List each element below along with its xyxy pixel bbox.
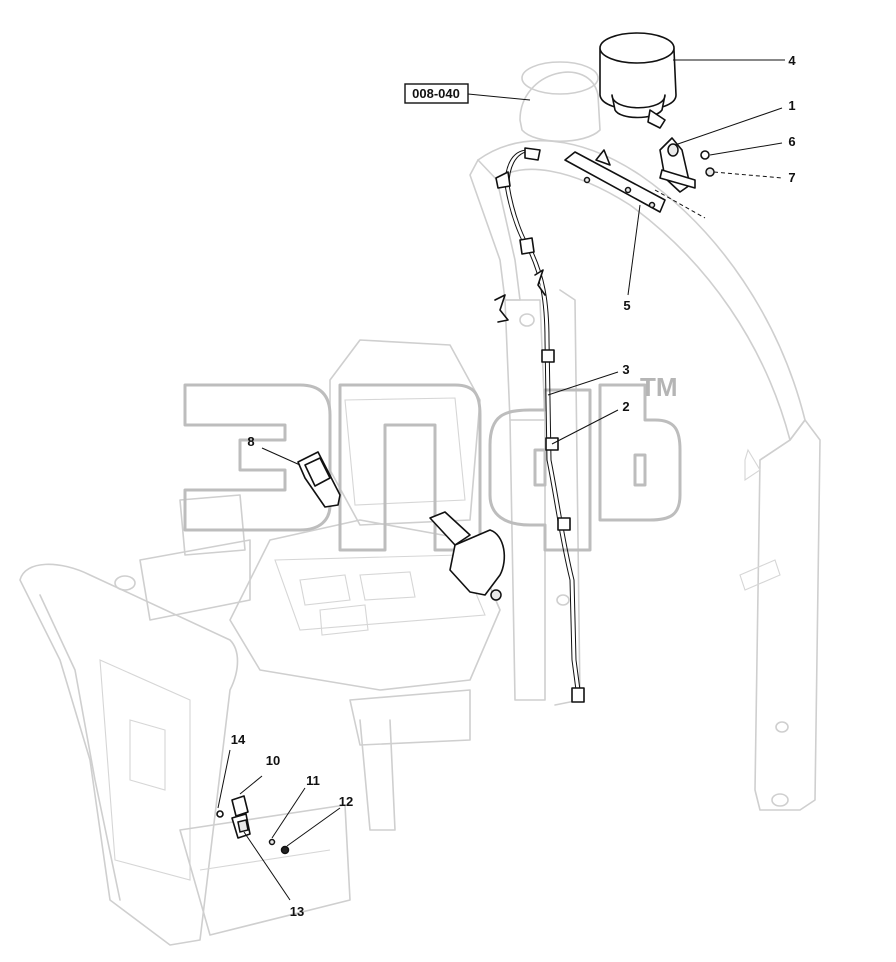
reference-tag: 008-040 bbox=[404, 83, 469, 104]
callout-14: 13 bbox=[290, 904, 304, 919]
callouts: 4 1 6 7 5 3 2 8 14 10 11 12 13 bbox=[231, 53, 797, 919]
callout-3: 3 bbox=[622, 362, 629, 377]
callout-12: 12 bbox=[339, 794, 353, 809]
callout-11: 11 bbox=[306, 773, 320, 788]
callout-1: 1 bbox=[788, 98, 795, 113]
leader-lines bbox=[217, 59, 785, 901]
callout-2: 2 bbox=[622, 399, 629, 414]
lamp-bracket bbox=[659, 137, 696, 193]
callout-4: 4 bbox=[788, 53, 796, 68]
callout-8: 8 bbox=[247, 434, 254, 449]
rops-frame-ghost bbox=[469, 61, 821, 811]
seatbelt-retractor bbox=[429, 511, 506, 601]
watermark-logo: TM bbox=[183, 372, 682, 552]
callout-6: 6 bbox=[788, 134, 795, 149]
grommet-small bbox=[268, 838, 276, 846]
wiring-harness bbox=[494, 147, 585, 703]
dashboard-ghost bbox=[19, 563, 351, 946]
beacon-lamp bbox=[599, 32, 677, 129]
callout-5: 5 bbox=[623, 298, 630, 313]
reference-label: 008-040 bbox=[412, 86, 460, 101]
nut bbox=[700, 150, 710, 160]
watermark-trademark: TM bbox=[640, 372, 678, 402]
cable-bracket bbox=[564, 149, 666, 213]
callout-10: 10 bbox=[266, 753, 280, 768]
switch-cap bbox=[231, 795, 249, 817]
switch-screw bbox=[216, 810, 224, 818]
grommet-dark bbox=[280, 845, 290, 855]
callout-13: 14 bbox=[231, 732, 246, 747]
seat-ghost bbox=[139, 339, 501, 831]
seatbelt-buckle bbox=[297, 451, 341, 508]
callout-7: 7 bbox=[788, 170, 795, 185]
washer bbox=[705, 167, 715, 177]
switch-body bbox=[231, 813, 251, 839]
